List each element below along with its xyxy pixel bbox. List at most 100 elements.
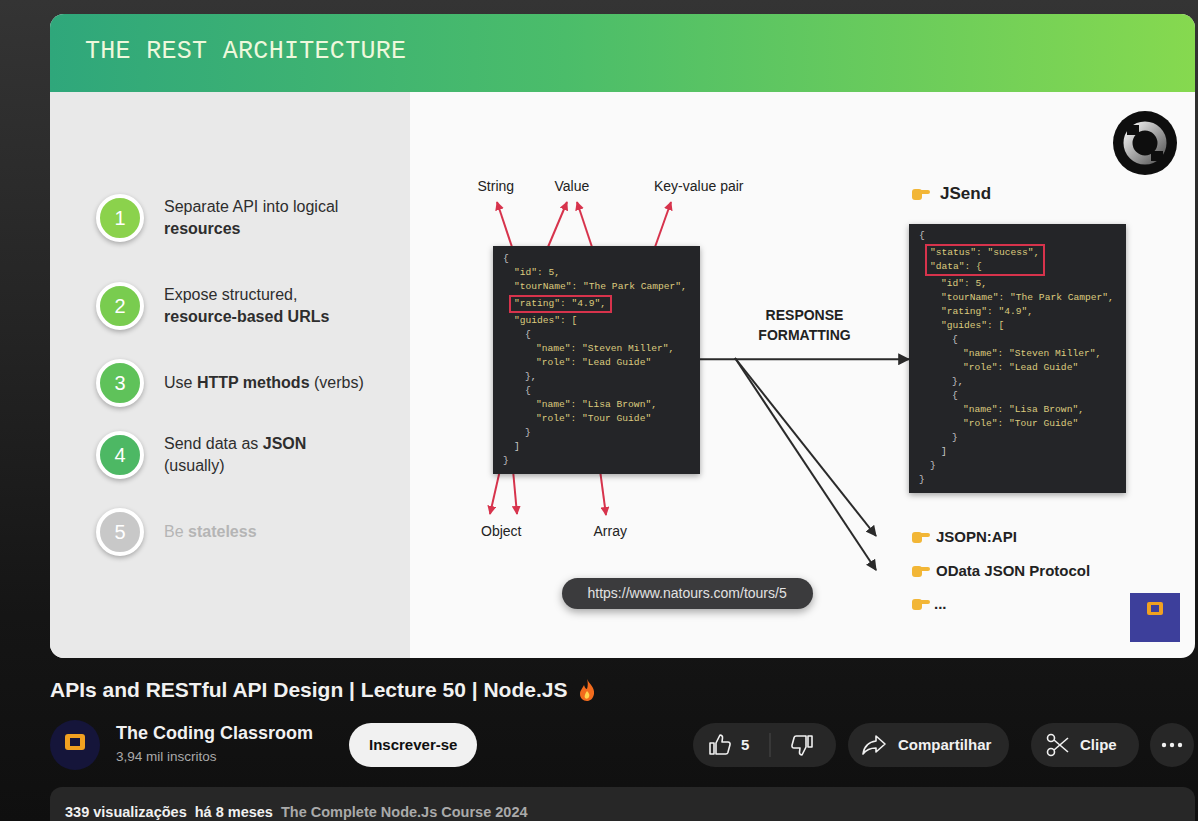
code-line: "id": 5,	[503, 266, 688, 280]
step-line: UseHTTP methods(verbs)	[164, 372, 364, 394]
annotation-label: Key-value pair	[654, 178, 744, 196]
fire-icon	[577, 678, 597, 702]
connector-label: RESPONSE FORMATTING	[745, 305, 865, 345]
text-holder: String	[478, 178, 515, 196]
text-holder: ...	[934, 595, 947, 614]
text-holder: Object	[481, 523, 521, 541]
step-description: Separate API into logical resources	[164, 196, 338, 240]
more-dot	[1170, 743, 1174, 747]
step-line: Send data as JSON	[164, 433, 306, 455]
button-label: Compartilhar	[898, 736, 991, 753]
step-circle: 4Send data asJSON(usually)	[96, 431, 144, 479]
code-line: }	[919, 431, 1114, 445]
code-line: "data": {	[930, 260, 1039, 274]
code-line: "role": "Lead Guide"	[503, 356, 688, 370]
code-line: "rating": "4.9",	[919, 305, 1114, 319]
fire-core	[585, 691, 590, 699]
text-holder: APIs and RESTful API Design | Lecture 50…	[50, 677, 567, 703]
step-circle: 3UseHTTP methods(verbs)	[96, 359, 144, 407]
annotation-label: Object	[481, 523, 521, 541]
button-label: Clipe	[1080, 736, 1117, 753]
annotation-label: APIs and RESTful API Design | Lecture 50…	[50, 677, 567, 703]
leader-line	[497, 202, 512, 247]
pointing-hand	[912, 189, 930, 200]
code-line: "name": "Lisa Brown",	[919, 403, 1114, 417]
description-box: 339 visualizações há 8 meses The Complete …	[50, 787, 1195, 821]
code-line: "guides": [	[919, 319, 1114, 333]
code-line: "id": 5,	[919, 277, 1114, 291]
text-holder: OData JSON Protocol	[936, 562, 1090, 581]
step-text: Send data as	[164, 435, 258, 452]
text-holder: Array	[594, 523, 627, 541]
dislike-icon	[792, 736, 812, 755]
annotation-label: String	[478, 178, 515, 196]
more-dot	[1162, 743, 1166, 747]
leader-line	[600, 470, 606, 515]
code-line: ]	[919, 445, 1114, 459]
leader-line	[513, 470, 517, 514]
channel-watermark	[1130, 593, 1180, 642]
code-block: JSend{"status": "sucess","data": {"id": …	[909, 224, 1126, 493]
code-line: }	[503, 454, 688, 468]
annotation-label: 3,94 mil inscritos	[116, 749, 217, 766]
json-logo	[1113, 111, 1177, 175]
code-block: {"id": 5,"tourName": "The Park Camper","…	[493, 246, 700, 474]
code-line: "rating": "4.9",	[514, 297, 606, 311]
step-text: resource-based URLs	[164, 308, 329, 325]
step-text: JSON	[263, 435, 307, 452]
text-holder: THE REST ARCHITECTURE	[85, 34, 406, 70]
code-line: "role": "Tour Guide"	[919, 417, 1114, 431]
text-holder: RESPONSE FORMATTING	[745, 305, 865, 345]
step-number: 1	[100, 198, 140, 238]
description-text: The Complete Node.Js Course 2024	[281, 804, 528, 820]
step-text: HTTP methods	[197, 374, 310, 391]
step-circle-disabled: 5Bestateless	[96, 508, 144, 556]
json-logo-cut	[1151, 151, 1163, 161]
code-line: {	[919, 389, 1114, 403]
code-line: "name": "Steven Miller",	[503, 342, 688, 356]
share-icon	[863, 736, 885, 754]
clip-icon	[1048, 735, 1069, 756]
step-description: Send data as JSON (usually)	[164, 433, 306, 477]
text-holder: The Coding Classroom	[116, 722, 313, 745]
code-line: "role": "Lead Guide"	[919, 361, 1114, 375]
step-number: 3	[100, 363, 140, 403]
step-number: 5	[100, 512, 140, 552]
step-text: stateless	[188, 523, 257, 540]
text-holder: JSOPN:API	[936, 528, 1017, 547]
channel-avatar-logo	[70, 738, 80, 746]
description-text: 339 visualizações	[65, 804, 187, 820]
step-text: Separate API into logical	[164, 198, 338, 215]
code-line: "name": "Steven Miller",	[919, 347, 1114, 361]
leader-line	[655, 202, 671, 247]
format-arrow	[735, 358, 876, 570]
code-line: "guides": [	[503, 314, 688, 328]
code-line: }	[503, 426, 688, 440]
channel-avatar-logo	[65, 734, 85, 750]
code-line: ]	[503, 440, 688, 454]
annotation-label: OData JSON Protocol	[936, 562, 1090, 581]
pointing-hand	[912, 532, 930, 543]
code-line: }	[919, 473, 1114, 487]
code-line: {	[503, 252, 688, 266]
description-text: há 8 meses	[195, 804, 273, 820]
step-line: resources	[164, 218, 338, 240]
action-button: 5	[693, 723, 836, 767]
step-text: (usually)	[164, 457, 224, 474]
step-description: Bestateless	[164, 521, 257, 543]
highlight-box: "rating": "4.9",	[509, 295, 612, 313]
action-button: Inscrever-se	[349, 723, 477, 767]
code-line: "name": "Lisa Brown",	[503, 398, 688, 412]
code-line: {	[919, 333, 1114, 347]
text-holder: 3,94 mil inscritos	[116, 749, 217, 766]
leader-line	[577, 202, 592, 247]
step-number: 4	[100, 435, 140, 475]
step-line: Separate API into logical	[164, 196, 338, 218]
button-label: 5	[741, 736, 749, 753]
json-logo-ring	[1128, 126, 1162, 160]
format-heading: JSend	[940, 183, 991, 205]
annotation-label: Value	[555, 178, 590, 196]
text-holder: Key-value pair	[654, 178, 744, 196]
code-line: "role": "Tour Guide"	[503, 412, 688, 426]
